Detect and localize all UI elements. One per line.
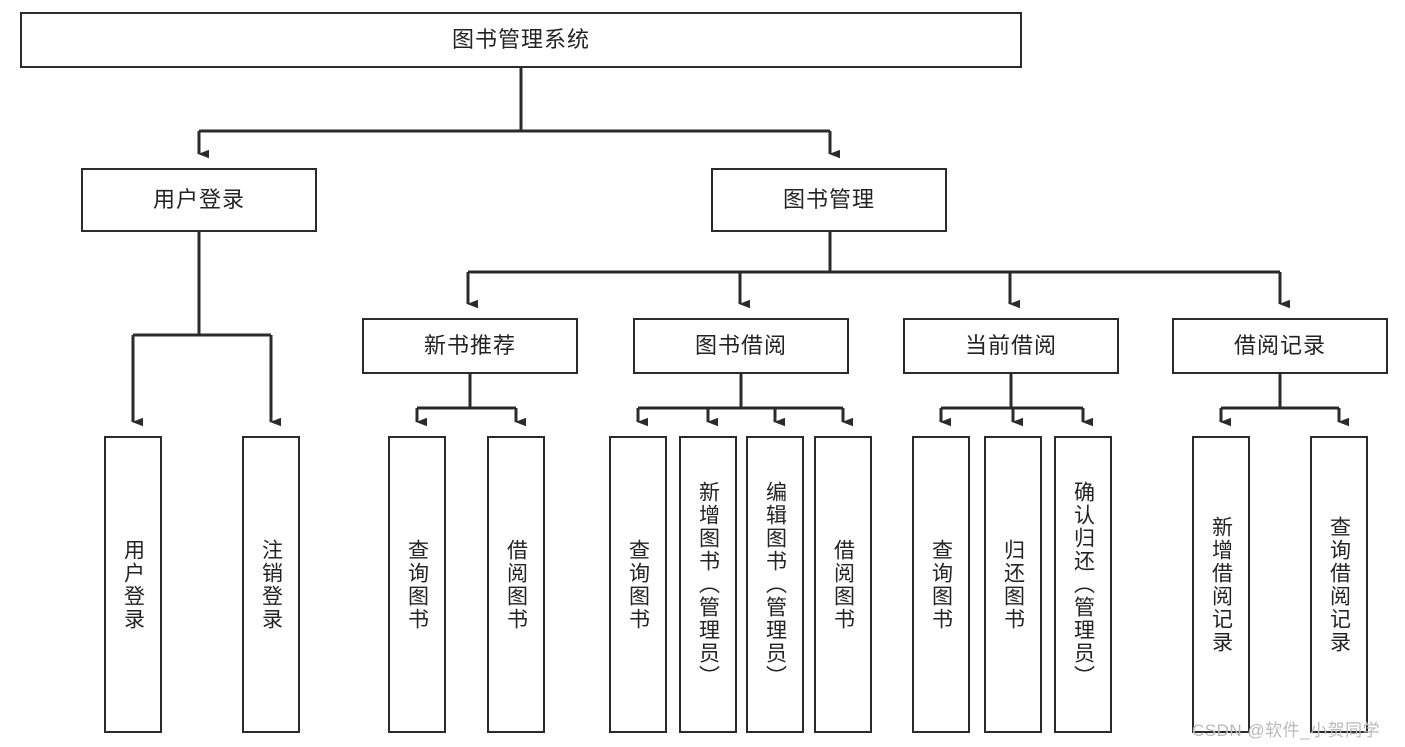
node-leaf-query-record[interactable]: 查询借阅记录	[1310, 436, 1368, 733]
node-leaf-logout[interactable]: 注销登录	[242, 436, 300, 733]
node-borrow-record[interactable]: 借阅记录	[1172, 318, 1388, 374]
node-root-label: 图书管理系统	[451, 27, 590, 53]
node-leaf-logout-label: 注销登录	[259, 538, 283, 631]
node-book-manage[interactable]: 图书管理	[711, 168, 947, 232]
node-leaf-query-book-3[interactable]: 查询图书	[912, 436, 970, 733]
node-new-book-recommend[interactable]: 新书推荐	[362, 318, 578, 374]
node-leaf-borrow-book-1[interactable]: 借阅图书	[487, 436, 545, 733]
node-leaf-return-book-label: 归还图书	[1001, 538, 1025, 631]
node-leaf-add-record[interactable]: 新增借阅记录	[1192, 436, 1250, 733]
node-book-borrow-label: 图书借阅	[694, 333, 787, 359]
node-user-login-label: 用户登录	[152, 187, 245, 213]
node-new-book-recommend-label: 新书推荐	[423, 333, 516, 359]
node-leaf-user-login[interactable]: 用户登录	[104, 436, 162, 733]
node-leaf-return-book[interactable]: 归还图书	[984, 436, 1042, 733]
node-leaf-borrow-book-2-label: 借阅图书	[831, 538, 855, 631]
node-user-login[interactable]: 用户登录	[81, 168, 317, 232]
node-leaf-add-record-label: 新增借阅记录	[1209, 515, 1233, 654]
node-leaf-edit-book[interactable]: 编辑图书（管理员）	[746, 436, 804, 733]
node-leaf-add-book[interactable]: 新增图书（管理员）	[679, 436, 737, 733]
node-leaf-confirm-return[interactable]: 确认归还（管理员）	[1054, 436, 1112, 733]
node-leaf-edit-book-label: 编辑图书（管理员）	[763, 481, 787, 688]
node-leaf-query-book-1-label: 查询图书	[405, 538, 429, 631]
node-current-borrow-label: 当前借阅	[964, 333, 1057, 359]
node-leaf-query-book-1[interactable]: 查询图书	[388, 436, 446, 733]
node-leaf-add-book-label: 新增图书（管理员）	[696, 481, 720, 688]
node-leaf-query-book-2-label: 查询图书	[626, 538, 650, 631]
node-book-borrow[interactable]: 图书借阅	[633, 318, 849, 374]
node-leaf-confirm-return-label: 确认归还（管理员）	[1071, 481, 1095, 688]
node-leaf-query-book-2[interactable]: 查询图书	[609, 436, 667, 733]
node-current-borrow[interactable]: 当前借阅	[903, 318, 1119, 374]
node-leaf-query-book-3-label: 查询图书	[929, 538, 953, 631]
node-leaf-borrow-book-1-label: 借阅图书	[504, 538, 528, 631]
node-root[interactable]: 图书管理系统	[20, 12, 1022, 68]
node-leaf-query-record-label: 查询借阅记录	[1327, 515, 1351, 654]
node-leaf-borrow-book-2[interactable]: 借阅图书	[814, 436, 872, 733]
node-leaf-user-login-label: 用户登录	[121, 538, 145, 631]
node-book-manage-label: 图书管理	[782, 187, 875, 213]
node-borrow-record-label: 借阅记录	[1233, 333, 1326, 359]
